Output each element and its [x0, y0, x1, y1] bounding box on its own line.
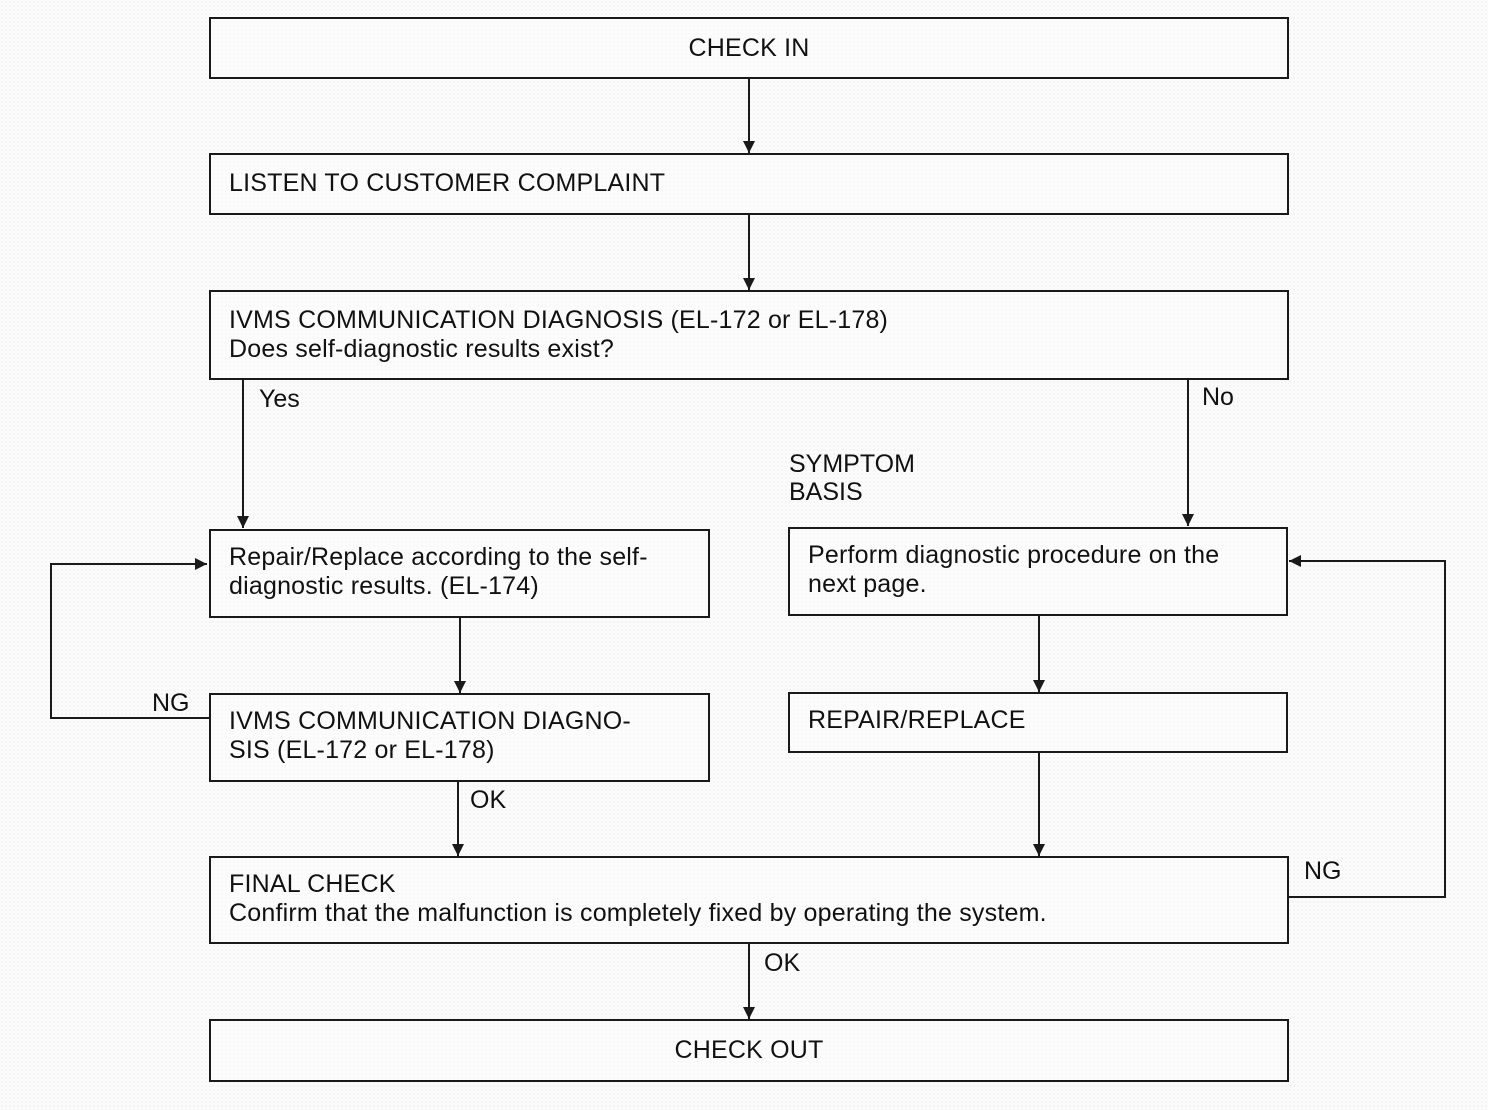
- node-ivms-diagnosis-title: IVMS COMMUNICATION DIAGNOSIS (EL-172 or …: [229, 306, 889, 334]
- node-ivms-recheck-line1: IVMS COMMUNICATION DIAGNO-: [229, 707, 631, 735]
- node-check-out-label: CHECK OUT: [674, 1036, 824, 1064]
- node-final-check-description: Confirm that the malfunction is complete…: [229, 899, 1047, 927]
- node-ivms-diagnosis: IVMS COMMUNICATION DIAGNOSIS (EL-172 or …: [209, 290, 1289, 380]
- label-symptom-basis-line1: SYMPTOM: [789, 450, 915, 478]
- node-repair-replace-label: REPAIR/REPLACE: [808, 706, 1026, 734]
- arrow-ng-loop-right: [1287, 555, 1446, 898]
- node-listen-complaint-label: LISTEN TO CUSTOMER COMPLAINT: [229, 169, 666, 197]
- node-repair-replace: REPAIR/REPLACE: [788, 692, 1288, 753]
- node-perform-diagnostic-line2: next page.: [808, 570, 927, 598]
- arrow-ng-loop-left: [50, 558, 209, 719]
- edge-label-yes: Yes: [259, 385, 300, 413]
- node-perform-diagnostic: Perform diagnostic procedure on the next…: [788, 527, 1288, 616]
- node-ivms-recheck-line2: SIS (EL-172 or EL-178): [229, 736, 495, 764]
- node-repair-self-line2: diagnostic results. (EL-174): [229, 572, 539, 600]
- node-final-check: FINAL CHECK Confirm that the malfunction…: [209, 856, 1289, 944]
- edge-label-ok-bottom: OK: [764, 949, 801, 977]
- node-check-in-label: CHECK IN: [688, 33, 810, 62]
- node-repair-self-line1: Repair/Replace according to the self-: [229, 543, 648, 571]
- node-check-out: CHECK OUT: [209, 1019, 1289, 1082]
- label-symptom-basis-line2: BASIS: [789, 478, 863, 506]
- node-repair-self-diagnostic: Repair/Replace according to the self- di…: [209, 529, 710, 618]
- edge-label-no: No: [1202, 383, 1234, 411]
- node-ivms-diagnosis-question: Does self-diagnostic results exist?: [229, 335, 614, 363]
- node-listen-complaint: LISTEN TO CUSTOMER COMPLAINT: [209, 153, 1289, 215]
- edge-label-ng-left: NG: [152, 689, 190, 717]
- node-final-check-title: FINAL CHECK: [229, 870, 396, 898]
- edge-label-ok-middle: OK: [470, 786, 507, 814]
- node-perform-diagnostic-line1: Perform diagnostic procedure on the: [808, 541, 1220, 569]
- node-ivms-diagnosis-recheck: IVMS COMMUNICATION DIAGNO- SIS (EL-172 o…: [209, 693, 710, 782]
- edge-label-ng-right: NG: [1304, 857, 1342, 885]
- node-check-in: CHECK IN: [209, 17, 1289, 79]
